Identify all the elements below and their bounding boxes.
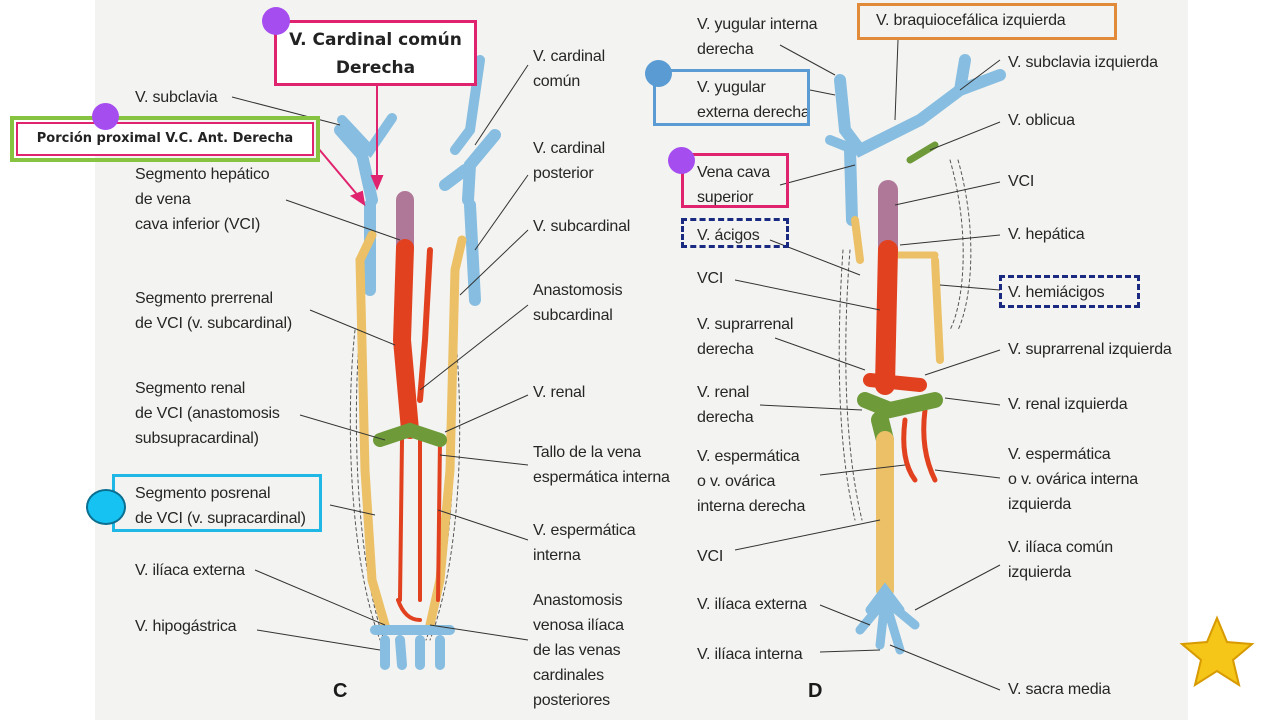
label-c-cardinal-comun: V. cardinal común [533, 48, 605, 90]
label-c-anastomosis-subcardinal: Anastomosis subcardinal [533, 282, 623, 324]
star-icon[interactable] [1179, 615, 1255, 688]
label-c-hipogastrica: V. hipogástrica [135, 618, 237, 635]
label-d-acigos: V. ácigos [697, 227, 760, 244]
label-d-yugular-externa: V. yugular externa derecha [697, 79, 810, 121]
label-d-suprarrenal-izquierda: V. suprarrenal izquierda [1008, 341, 1172, 358]
label-d-iliaca-comun-izquierda: V. ilíaca común izquierda [1008, 539, 1113, 581]
label-d-yugular-interna: V. yugular interna derecha [697, 16, 818, 58]
label-d-vena-cava-superior: Vena cava superior [697, 164, 770, 206]
label-c-segmento-posrenal: Segmento posrenal de VCI (v. supracardin… [135, 485, 306, 527]
textbook-page [95, 0, 1188, 720]
label-d-hemiacigos: V. hemiácigos [1008, 284, 1105, 301]
label-c-segmento-hepatico: Segmento hepático de vena cava inferior … [135, 166, 270, 233]
callout-porcion-proximal-text: Porción proximal V.C. Ant. Derecha [36, 131, 294, 146]
marker-dot-posrenal[interactable] [86, 489, 126, 525]
label-c-tallo-espermatica: Tallo de la vena espermática interna [533, 444, 670, 486]
highlight-vena-cava-superior-box [681, 153, 789, 208]
label-d-sacra-media: V. sacra media [1008, 681, 1111, 698]
label-c-espermatica-interna: V. espermática interna [533, 522, 636, 564]
label-d-renal-izquierda: V. renal izquierda [1008, 396, 1128, 413]
label-d-subclavia-izquierda: V. subclavia izquierda [1008, 54, 1158, 71]
highlight-braquiocefalica-box [857, 3, 1117, 40]
label-d-renal-derecha: V. renal derecha [697, 384, 754, 426]
callout-porcion-proximal-box [10, 116, 320, 162]
label-c-subclavia: V. subclavia [135, 89, 218, 106]
label-c-iliaca-externa: V. ilíaca externa [135, 562, 245, 579]
panel-c-letter: C [333, 680, 348, 702]
label-c-segmento-renal: Segmento renal de VCI (anastomosis subsu… [135, 380, 280, 447]
label-c-subcardinal: V. subcardinal [533, 218, 631, 235]
callout-porcion-proximal-inner [16, 122, 314, 156]
callout-cardinal-comun-title: V. Cardinal común Derecha [289, 30, 462, 78]
label-d-vci-lower: VCI [697, 548, 724, 565]
highlight-yugular-externa-box [653, 69, 810, 126]
label-c-segmento-prerrenal: Segmento prerrenal de VCI (v. subcardina… [135, 290, 292, 332]
label-d-braquiocefalica: V. braquiocefálica izquierda [876, 12, 1066, 29]
label-c-renal: V. renal [533, 384, 586, 401]
label-d-hepatica: V. hepática [1008, 226, 1085, 243]
callout-cardinal-comun-box [274, 20, 477, 86]
highlight-posrenal-box [112, 474, 322, 532]
label-d-oblicua: V. oblicua [1008, 112, 1075, 129]
label-d-vci-upper: VCI [697, 270, 724, 287]
label-d-espermatica-izquierda: V. espermática o v. ovárica interna izqu… [1008, 446, 1138, 513]
marker-dot-vena-cava-superior[interactable] [668, 147, 695, 174]
label-d-suprarrenal-derecha: V. suprarrenal derecha [697, 316, 794, 358]
marker-dot-cardinal-comun[interactable] [262, 7, 290, 35]
label-c-cardinal-posterior: V. cardinal posterior [533, 140, 605, 182]
label-c-anastomosis-iliaca: Anastomosis venosa ilíaca de las venas c… [533, 592, 624, 709]
label-d-iliaca-externa: V. ilíaca externa [697, 596, 807, 613]
label-d-vci-right: VCI [1008, 173, 1035, 190]
label-d-espermatica-derecha: V. espermática o v. ovárica interna dere… [697, 448, 806, 515]
highlight-acigos-box [681, 218, 789, 248]
marker-dot-yugular-externa[interactable] [645, 60, 672, 87]
highlight-hemiacigos-box [999, 275, 1140, 308]
panel-d-letter: D [808, 680, 823, 702]
label-d-iliaca-interna: V. ilíaca interna [697, 646, 803, 663]
marker-dot-porcion-proximal[interactable] [92, 103, 119, 130]
